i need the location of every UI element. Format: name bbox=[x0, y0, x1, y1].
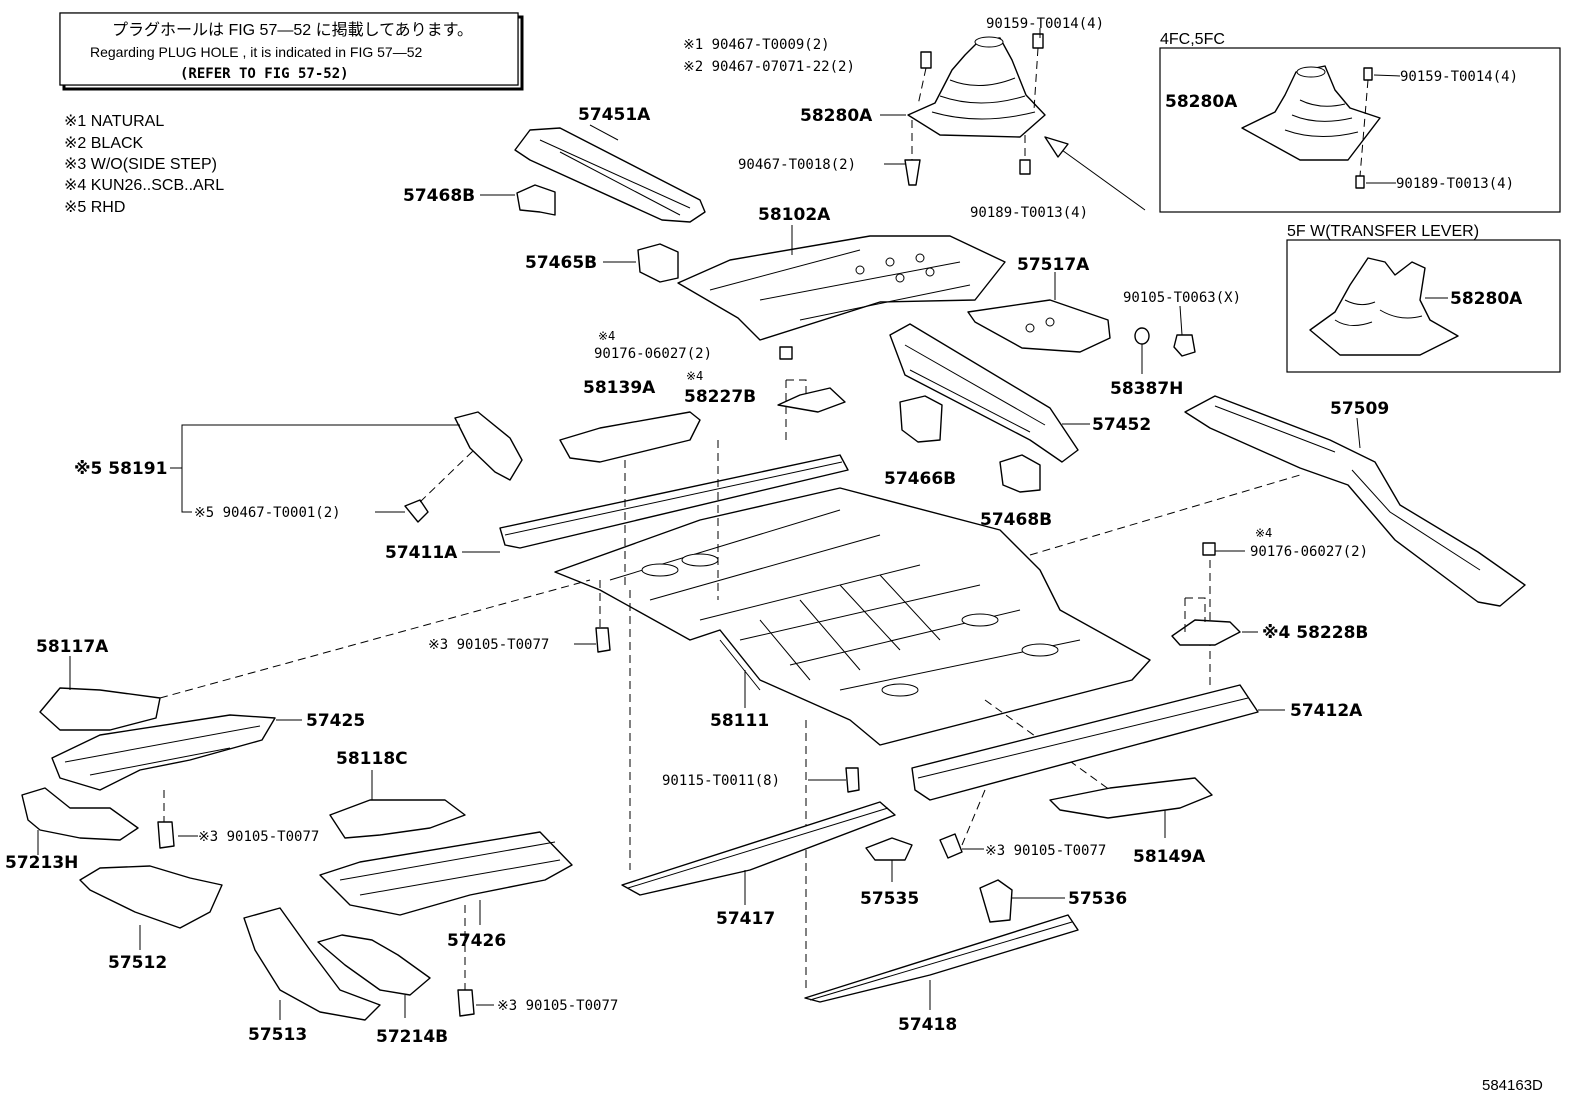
label-57468b-top: 57468B bbox=[403, 186, 475, 206]
part-57214b-shape bbox=[317, 934, 431, 996]
label-90467-07071: ※2 90467-07071-22(2) bbox=[683, 59, 855, 75]
label-90105-t0063: 90105-T0063(X) bbox=[1123, 290, 1241, 306]
label-90115: 90115-T0011(8) bbox=[662, 773, 780, 789]
part-58228b-shape bbox=[1171, 619, 1241, 646]
label-58387h: 58387H bbox=[1110, 379, 1183, 399]
part-57468b-mid-shape bbox=[999, 454, 1041, 493]
inset-top-title: 4FC,5FC bbox=[1160, 31, 1225, 48]
label-90467-t0009: ※1 90467-T0009(2) bbox=[683, 37, 830, 53]
legend-item-rhd: ※5 RHD bbox=[64, 199, 125, 216]
part-57452-shape bbox=[889, 323, 1079, 463]
label-90467-t0018: 90467-T0018(2) bbox=[738, 157, 856, 173]
legend-item-black: ※2 BLACK bbox=[64, 135, 144, 152]
notice-refer: (REFER TO FIG 57-52) bbox=[180, 66, 349, 82]
label-57426: 57426 bbox=[447, 931, 506, 951]
label-57417: 57417 bbox=[716, 909, 775, 929]
label-57517a: 57517A bbox=[1017, 255, 1090, 275]
label-58102a: 58102A bbox=[758, 205, 831, 225]
label-57412a: 57412A bbox=[1290, 701, 1363, 721]
label-57452: 57452 bbox=[1092, 415, 1151, 435]
shift-boot-transfer bbox=[1309, 257, 1459, 356]
label-90105-bottom: ※3 90105-T0077 bbox=[497, 998, 618, 1014]
label-58149a: 58149A bbox=[1133, 847, 1206, 867]
notice-line-jp: プラグホールは FIG 57—52 に掲載してあります。 bbox=[112, 21, 473, 39]
label-58227b: 58227B bbox=[684, 387, 756, 407]
legend-item-kun26: ※4 KUN26..SCB..ARL bbox=[64, 177, 224, 194]
label-58227b-mark: ※4 bbox=[686, 369, 703, 383]
part-57213h-shape bbox=[21, 787, 139, 841]
label-57214b: 57214B bbox=[376, 1027, 448, 1047]
part-57411a-shape bbox=[499, 454, 849, 549]
label-90159-main: 90159-T0014(4) bbox=[986, 16, 1104, 32]
label-57466b: 57466B bbox=[884, 469, 956, 489]
label-57411a: 57411A bbox=[385, 543, 458, 563]
part-57509-shape bbox=[1184, 395, 1526, 607]
part-57418-shape bbox=[804, 914, 1079, 1003]
part-58117a-shape bbox=[39, 687, 161, 731]
legend: ※1 NATURAL ※2 BLACK ※3 W/O(SIDE STEP) ※4… bbox=[64, 113, 224, 216]
part-58191-shape bbox=[454, 411, 523, 481]
part-57412a-shape bbox=[911, 684, 1259, 801]
part-58139a-shape bbox=[559, 411, 701, 463]
label-90176-top-mark: ※4 bbox=[598, 329, 615, 343]
part-57517a-shape bbox=[967, 299, 1111, 353]
label-90189-main: 90189-T0013(4) bbox=[970, 205, 1088, 221]
inset-top-58280a: 58280A bbox=[1165, 92, 1238, 112]
label-57425: 57425 bbox=[306, 711, 365, 731]
figure-id: 584163D bbox=[1482, 1077, 1543, 1094]
part-57466b-shape bbox=[899, 395, 943, 443]
part-57536-shape bbox=[979, 879, 1013, 923]
label-90176-right: 90176-06027(2) bbox=[1250, 544, 1368, 560]
part-58111-shape bbox=[554, 487, 1151, 746]
inset-bottom-58280a: 58280A bbox=[1450, 289, 1523, 309]
label-90176-top: 90176-06027(2) bbox=[594, 346, 712, 362]
part-58227b-shape bbox=[777, 387, 846, 413]
label-58118c: 58118C bbox=[336, 749, 408, 769]
label-57513: 57513 bbox=[248, 1025, 307, 1045]
part-57535-shape bbox=[865, 837, 913, 861]
notice-line-en: Regarding PLUG HOLE , it is indicated in… bbox=[90, 44, 422, 60]
part-57417-shape bbox=[621, 801, 896, 896]
inset-bottom-title: 5F W(TRANSFER LEVER) bbox=[1287, 223, 1479, 240]
label-90105-right: ※3 90105-T0077 bbox=[985, 843, 1106, 859]
label-57451a: 57451A bbox=[578, 105, 651, 125]
label-57213h: 57213H bbox=[5, 853, 78, 873]
inset-4fc-5fc: 4FC,5FC 58280A 90159-T0014(4) 90189-T001… bbox=[1159, 31, 1561, 213]
label-58280a: 58280A bbox=[800, 106, 873, 126]
inset-top-90159: 90159-T0014(4) bbox=[1400, 69, 1518, 85]
legend-item-natural: ※1 NATURAL bbox=[64, 113, 164, 130]
label-90176-right-mark: ※4 bbox=[1255, 526, 1272, 540]
label-58139a: 58139A bbox=[583, 378, 656, 398]
inset-top-90189: 90189-T0013(4) bbox=[1396, 176, 1514, 192]
label-57535: 57535 bbox=[860, 889, 919, 909]
label-90467-t0001: ※5 90467-T0001(2) bbox=[194, 505, 341, 521]
inset-transfer-lever: 5F W(TRANSFER LEVER) 58280A bbox=[1286, 223, 1561, 373]
part-58102a-shape bbox=[677, 235, 1006, 341]
label-57468b-mid: 57468B bbox=[980, 510, 1052, 530]
part-58118c-shape bbox=[329, 799, 466, 839]
label-57536: 57536 bbox=[1068, 889, 1127, 909]
label-57418: 57418 bbox=[898, 1015, 957, 1035]
label-90105-mid: ※3 90105-T0077 bbox=[428, 637, 549, 653]
label-58117a: 58117A bbox=[36, 637, 109, 657]
part-57465b-shape bbox=[637, 243, 679, 283]
part-57426-shape bbox=[319, 831, 573, 916]
part-57468b-top-shape bbox=[516, 184, 556, 216]
part-58280a-shape bbox=[907, 37, 1046, 138]
shift-boot-inset bbox=[1241, 65, 1381, 161]
part-57512-shape bbox=[79, 865, 223, 929]
label-58111: 58111 bbox=[710, 711, 769, 731]
label-57509: 57509 bbox=[1330, 399, 1389, 419]
plug-hole-notice: プラグホールは FIG 57—52 に掲載してあります。 Regarding P… bbox=[59, 12, 524, 91]
label-90105-left: ※3 90105-T0077 bbox=[198, 829, 319, 845]
part-57451a-shape bbox=[514, 127, 706, 223]
label-58191: ※5 58191 bbox=[74, 459, 167, 479]
label-57512: 57512 bbox=[108, 953, 167, 973]
legend-item-wo-side-step: ※3 W/O(SIDE STEP) bbox=[64, 156, 217, 173]
label-58228b: ※4 58228B bbox=[1262, 623, 1368, 643]
part-58149a-shape bbox=[1049, 777, 1213, 819]
part-57513-shape bbox=[243, 907, 381, 1021]
label-57465b: 57465B bbox=[525, 253, 597, 273]
